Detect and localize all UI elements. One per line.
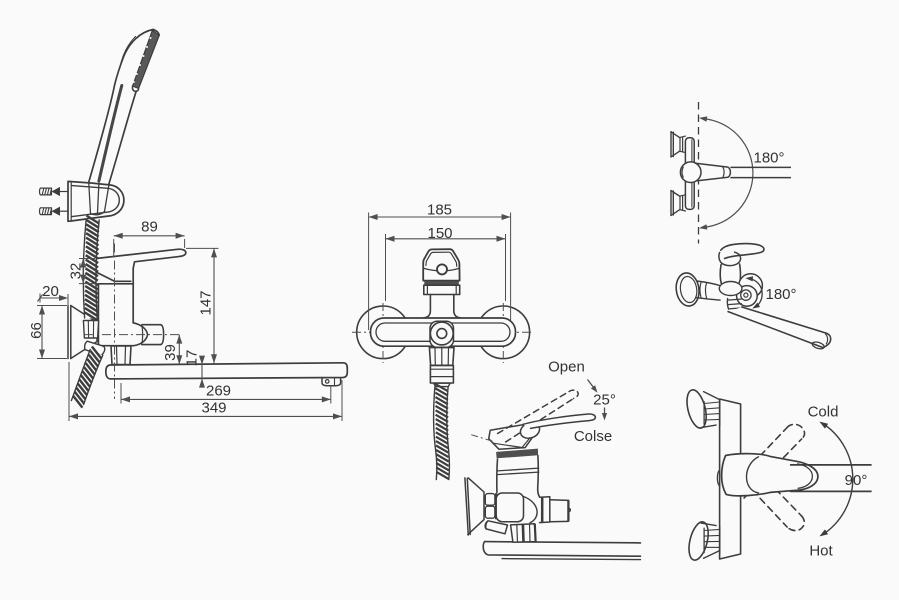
svg-text:20: 20	[42, 283, 59, 300]
svg-text:90°: 90°	[845, 472, 868, 489]
svg-text:180°: 180°	[765, 286, 796, 303]
svg-text:Open: Open	[548, 359, 585, 376]
svg-text:147: 147	[198, 290, 215, 315]
svg-text:269: 269	[206, 383, 231, 400]
svg-text:Hot: Hot	[809, 543, 833, 560]
svg-text:39: 39	[162, 344, 179, 361]
svg-text:Cold: Cold	[808, 404, 839, 421]
svg-text:32: 32	[68, 263, 85, 280]
svg-text:25°: 25°	[593, 392, 616, 409]
svg-text:185: 185	[427, 202, 452, 219]
svg-text:89: 89	[141, 219, 158, 236]
svg-text:Colse: Colse	[574, 428, 612, 445]
svg-text:150: 150	[427, 225, 452, 242]
svg-text:349: 349	[201, 400, 226, 417]
svg-text:17: 17	[184, 350, 201, 367]
svg-text:180°: 180°	[753, 150, 784, 167]
svg-text:66: 66	[28, 322, 45, 339]
